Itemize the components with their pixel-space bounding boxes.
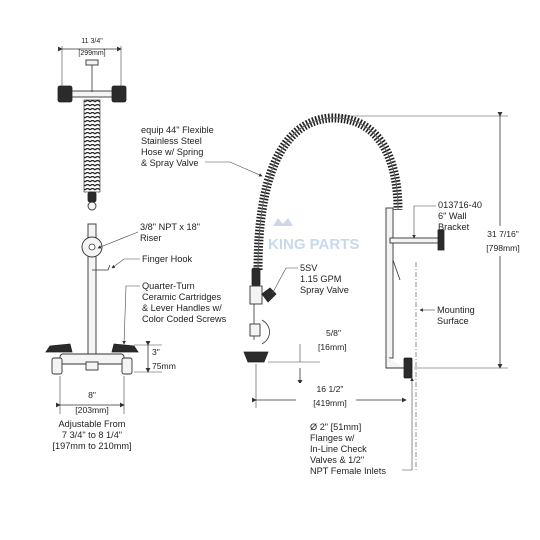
cartridge-label-4: Color Coded Screws (142, 314, 227, 324)
riser-label-1: 3/8" NPT x 18" (140, 222, 200, 232)
finger-hook (92, 264, 111, 271)
front-height-imperial: 3" (152, 347, 160, 357)
cartridge-label-3: & Lever Handles w/ (142, 303, 222, 313)
flange-label-3: In-Line Check (310, 444, 367, 454)
top-view: 11 3/4" [299mm] (57, 38, 127, 211)
watermark-logo: KING PARTS (268, 218, 359, 253)
valve-label-2: 1.15 GPM (300, 274, 341, 284)
overall-height-imperial: 31 7/16" (487, 229, 519, 239)
valve-label-1: 5SV (300, 263, 318, 273)
front-view: 3/8" NPT x 18" Riser Finger Hook Quarter… (45, 222, 227, 451)
hose-label-1: equip 44" Flexible (141, 125, 214, 135)
offset-metric: [16mm] (318, 342, 347, 352)
surface-label-2: Surface (437, 316, 469, 326)
side-wall-bracket (389, 237, 441, 244)
bracket-label-3: Bracket (438, 222, 470, 232)
left-lever-handle (45, 343, 73, 353)
cartridge-label-1: Quarter-Turn (142, 281, 195, 291)
side-view: equip 44" Flexible Stainless Steel Hose … (141, 112, 526, 476)
hose-label-4: & Spray Valve (141, 158, 199, 168)
bracket-label-2: 6" Wall (438, 211, 466, 221)
spray-head (243, 351, 269, 363)
flange-label-2: Flanges w/ (310, 433, 355, 443)
bracket-label-1: 013716-40 (438, 200, 482, 210)
cartridge-label-2: Ceramic Cartridges (142, 292, 222, 302)
hook-label: Finger Hook (142, 254, 192, 264)
spray-valve-grip (251, 267, 261, 287)
hose-label-2: Stainless Steel (141, 136, 202, 146)
offset-imperial: 5/8" (326, 328, 341, 338)
riser-label-2: Riser (140, 233, 161, 243)
left-inlet-flange (57, 85, 73, 103)
adjust-label-3: [197mm to 210mm] (52, 441, 131, 451)
front-width-imperial: 8" (88, 390, 96, 400)
side-flange (403, 357, 413, 379)
hose-label-3: Hose w/ Spring (141, 147, 203, 157)
valve-label-3: Spray Valve (300, 285, 349, 295)
side-riser (385, 207, 394, 359)
reach-imperial: 16 1/2" (317, 384, 344, 394)
flange-label-4: Valves & 1/2" (310, 455, 364, 465)
right-lever-handle (111, 343, 139, 353)
watermark-brand: KING PARTS (268, 236, 359, 253)
flange-label-1: Ø 2" [51mm] (310, 422, 361, 432)
right-inlet-flange (111, 85, 127, 103)
flange-label-5: NPT Female Inlets (310, 466, 386, 476)
adjust-label-1: Adjustable From (59, 419, 126, 429)
front-height-metric: 75mm (152, 361, 176, 371)
surface-label-1: Mounting (437, 305, 475, 315)
top-spring-coil (83, 99, 101, 193)
overall-height-metric: [798mm] (486, 243, 519, 253)
adjust-label-2: 7 3/4" to 8 1/4" (62, 430, 122, 440)
reach-metric: [419mm] (313, 398, 346, 408)
top-width-imperial: 11 3/4" (81, 38, 103, 45)
top-width-metric: [299mm] (78, 50, 105, 57)
front-width-metric: [203mm] (75, 405, 108, 415)
